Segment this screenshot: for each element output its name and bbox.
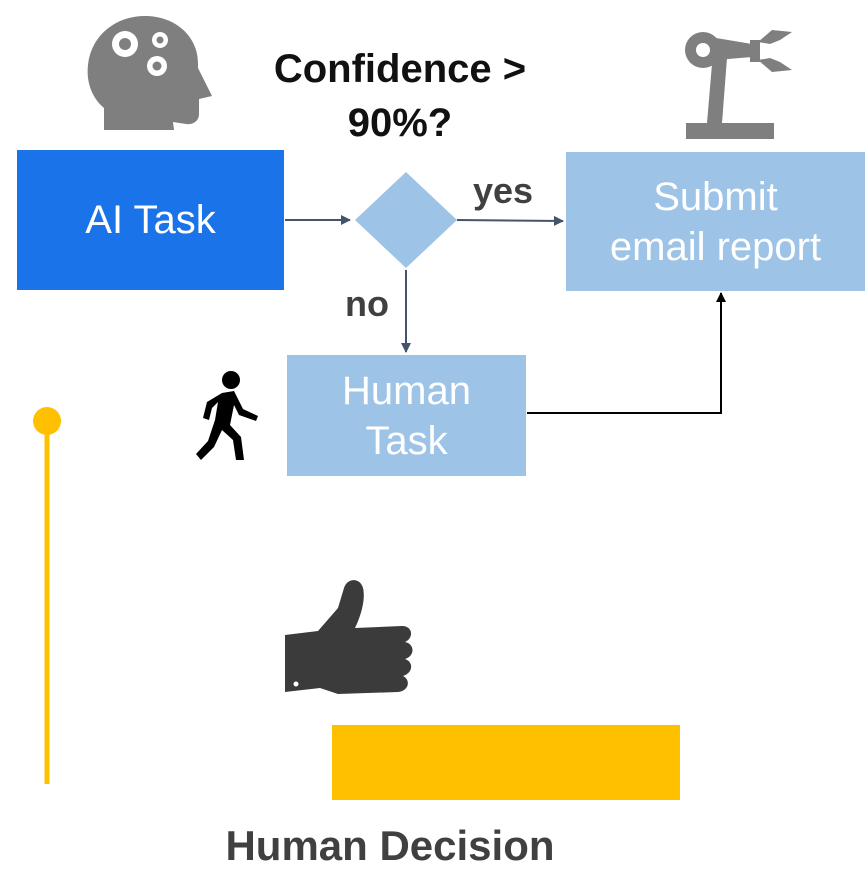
decision-question: Confidence > 90%? [230,42,570,150]
decision-diamond [355,172,457,268]
submit-report-box: Submit email report [566,152,865,291]
arrow-yes-to-submit [456,215,564,226]
brain-gears-icon [87,16,212,130]
robot-arm-icon [685,30,792,139]
slider-knob [33,407,61,435]
decision-bar [332,725,680,800]
human-line-2: Task [365,418,448,463]
submit-line-1: Submit [653,174,778,219]
decision-line-2: 90%? [347,101,453,145]
ai-task-label: AI Task [85,198,216,242]
human-decision-label: Human Decision [225,822,555,869]
human-task-box: Human Task [287,355,526,476]
thumbs-up-icon [285,580,413,694]
no-label: no [345,283,389,324]
walking-person-icon [196,371,258,460]
human-line-1: Human [342,368,471,413]
yes-label: yes [473,170,534,211]
submit-line-2: email report [609,224,822,269]
decision-line-1: Confidence > [273,47,527,91]
arrow-human-to-submit [527,292,726,414]
ai-task-box: AI Task [17,150,284,290]
